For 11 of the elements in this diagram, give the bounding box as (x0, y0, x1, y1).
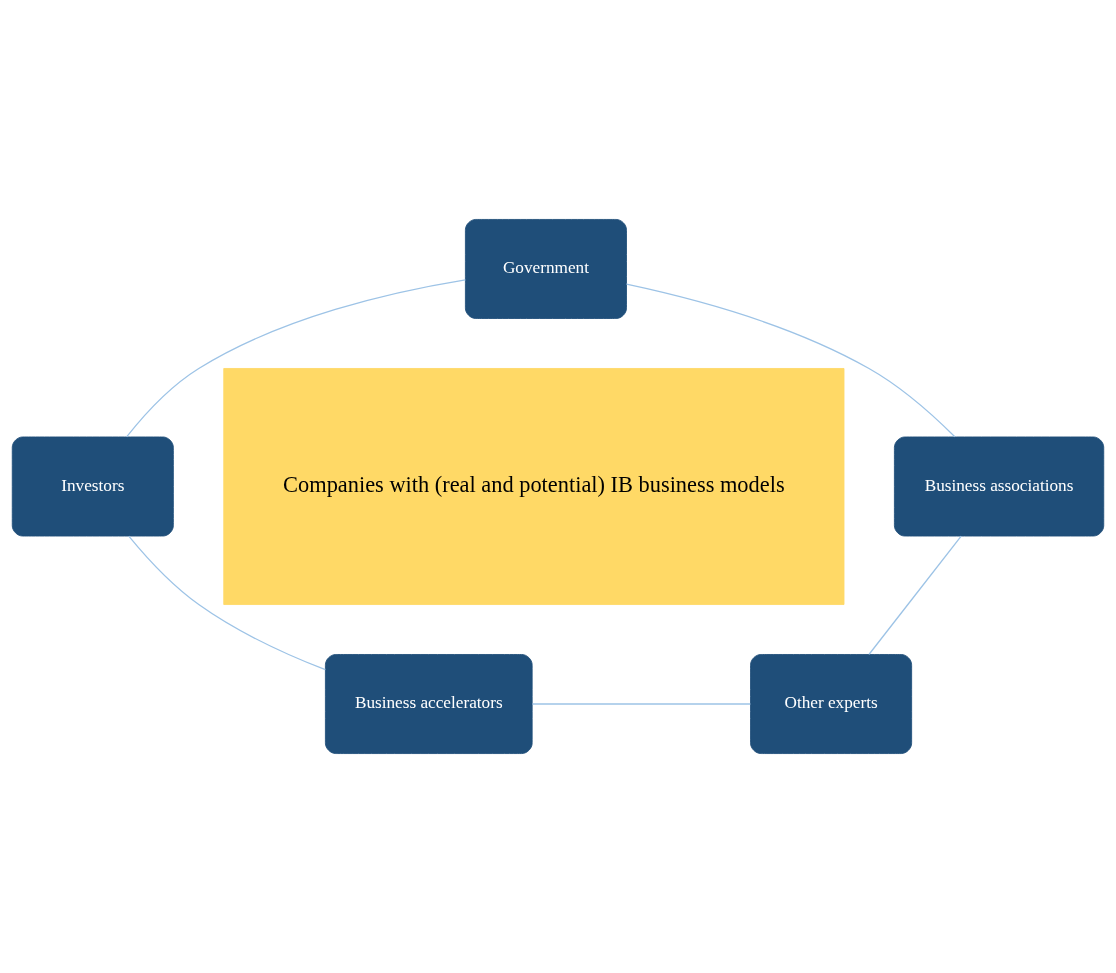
connector (531, 703, 751, 705)
node-box: Government (464, 219, 627, 319)
node-box: Other experts (750, 654, 913, 754)
node-box: Investors (11, 436, 174, 537)
node-box: Business associations (893, 436, 1105, 537)
node-box: Business accelerators (324, 654, 533, 754)
node-box: Companies with (real and potential) IB business models (223, 368, 845, 605)
connector (128, 535, 326, 671)
connector (125, 279, 466, 438)
connector (625, 283, 956, 438)
connector (868, 535, 962, 655)
